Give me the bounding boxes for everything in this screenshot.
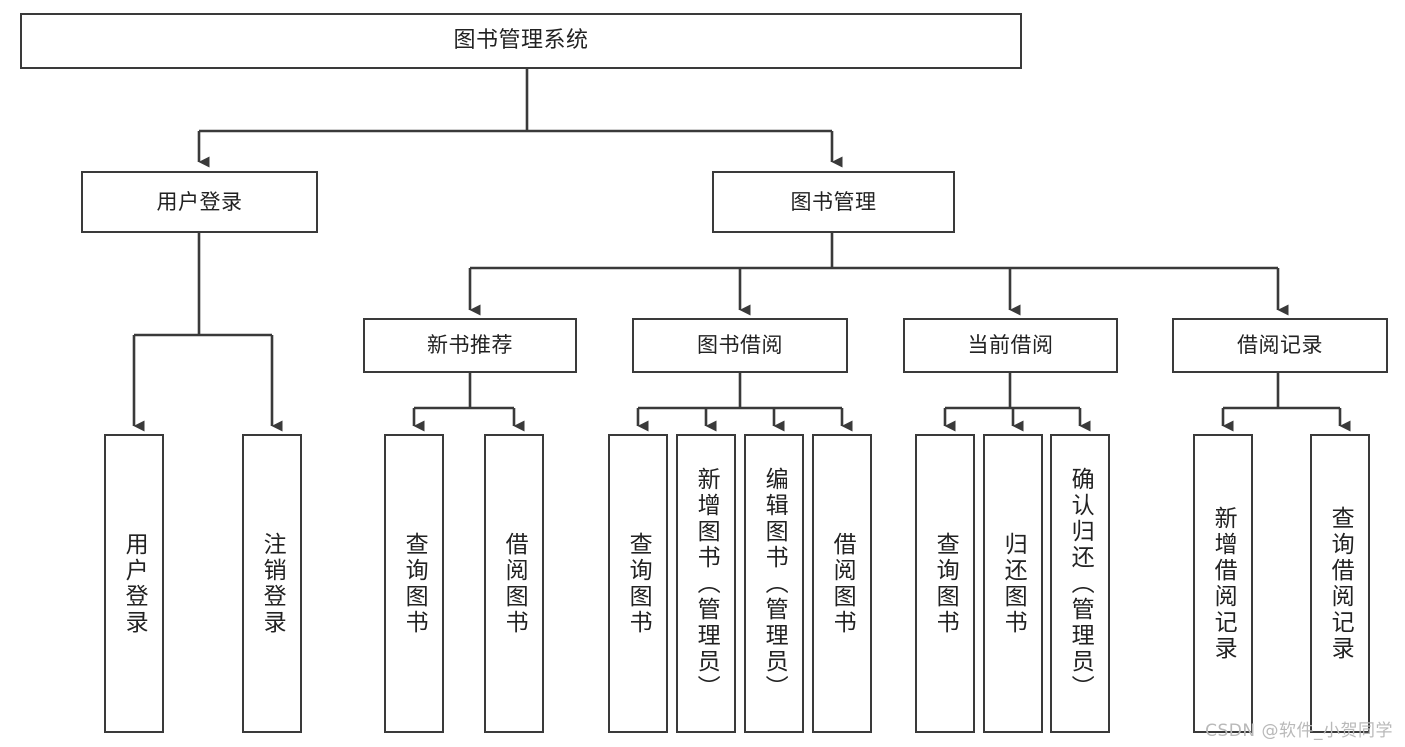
node-root-book-management-system[interactable]: 图书管理系统: [20, 13, 1022, 69]
leaf-label: 新增图书（管理员）: [693, 466, 720, 701]
node-label: 图书管理: [790, 189, 877, 214]
node-label: 图书借阅: [697, 333, 783, 358]
leaf-label: 编辑图书（管理员）: [761, 466, 788, 701]
leaf-label: 注销登录: [259, 531, 286, 636]
node-label: 借阅记录: [1237, 333, 1323, 358]
leaf-label: 确认归还（管理员）: [1067, 466, 1094, 701]
node-label: 新书推荐: [427, 333, 513, 358]
leaf-query-book-borrow[interactable]: 查询图书: [608, 434, 668, 733]
leaf-label: 查询图书: [401, 531, 428, 636]
leaf-label: 查询图书: [932, 531, 959, 636]
leaf-borrow-book-recommend[interactable]: 借阅图书: [484, 434, 544, 733]
leaf-logout-login[interactable]: 注销登录: [242, 434, 302, 733]
node-label: 当前借阅: [967, 333, 1054, 358]
leaf-label: 借阅图书: [829, 531, 856, 636]
leaf-query-book-current[interactable]: 查询图书: [915, 434, 975, 733]
leaf-return-book[interactable]: 归还图书: [983, 434, 1043, 733]
node-label: 用户登录: [156, 189, 243, 214]
leaf-borrow-book[interactable]: 借阅图书: [812, 434, 872, 733]
node-user-login[interactable]: 用户登录: [81, 171, 318, 233]
leaf-confirm-return-admin[interactable]: 确认归还（管理员）: [1050, 434, 1110, 733]
leaf-label: 查询图书: [625, 531, 652, 636]
leaf-label: 查询借阅记录: [1327, 505, 1354, 662]
leaf-user-login[interactable]: 用户登录: [104, 434, 164, 733]
node-book-borrow[interactable]: 图书借阅: [632, 318, 848, 373]
node-borrow-record[interactable]: 借阅记录: [1172, 318, 1388, 373]
leaf-add-borrow-record[interactable]: 新增借阅记录: [1193, 434, 1253, 733]
leaf-label: 新增借阅记录: [1210, 505, 1237, 662]
leaf-query-borrow-record[interactable]: 查询借阅记录: [1310, 434, 1370, 733]
leaf-label: 借阅图书: [501, 531, 528, 636]
leaf-edit-book-admin[interactable]: 编辑图书（管理员）: [744, 434, 804, 733]
leaf-add-book-admin[interactable]: 新增图书（管理员）: [676, 434, 736, 733]
leaf-label: 用户登录: [121, 531, 148, 636]
node-label: 图书管理系统: [453, 28, 589, 54]
leaf-label: 归还图书: [1000, 531, 1027, 636]
csdn-watermark: CSDN @软件_小贺同学: [1205, 721, 1393, 741]
node-book-management[interactable]: 图书管理: [712, 171, 955, 233]
node-current-borrow[interactable]: 当前借阅: [903, 318, 1118, 373]
leaf-query-book-recommend[interactable]: 查询图书: [384, 434, 444, 733]
node-new-book-recommend[interactable]: 新书推荐: [363, 318, 577, 373]
